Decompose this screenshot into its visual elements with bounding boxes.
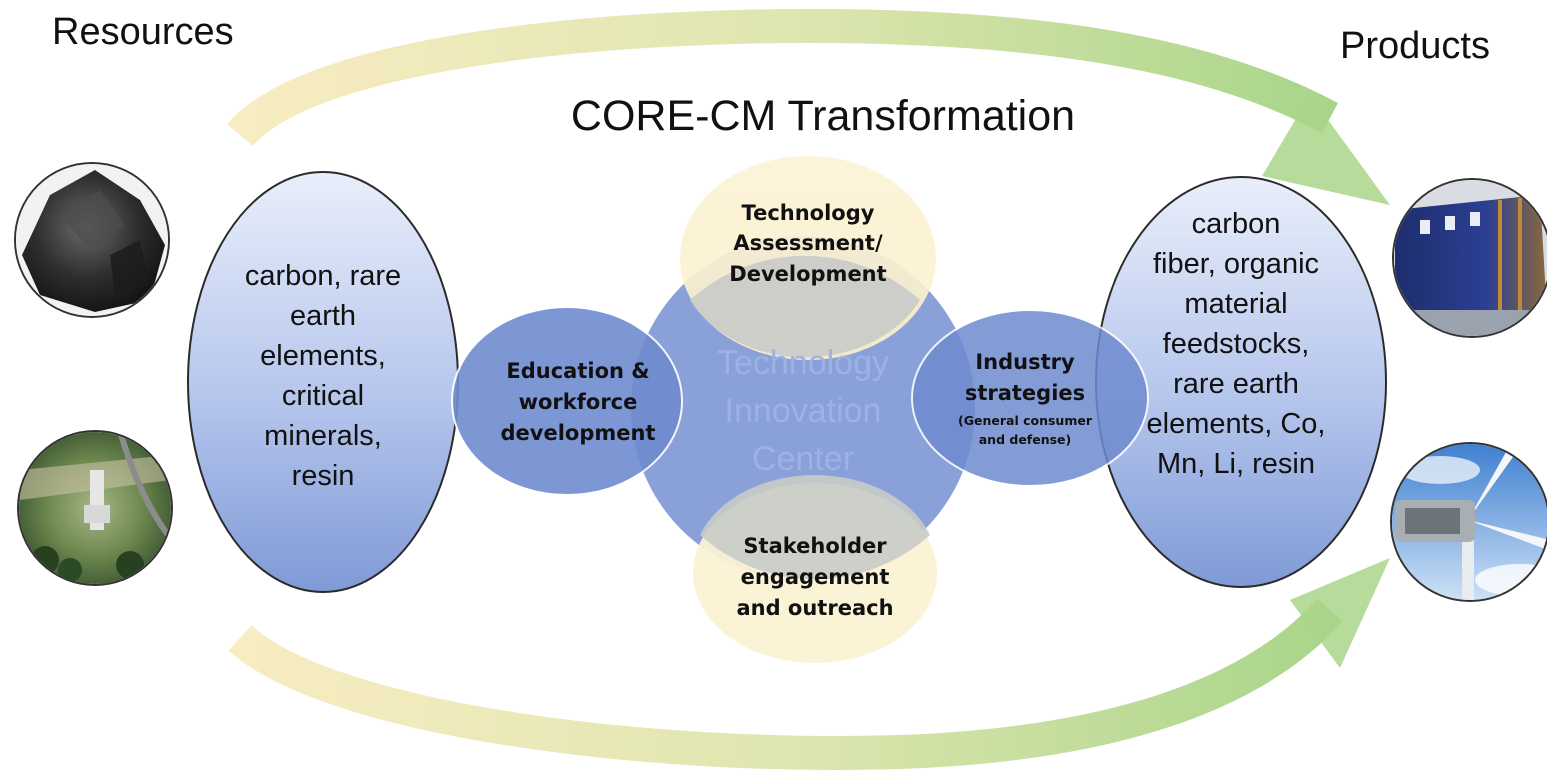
- products-line: elements, Co,: [1147, 408, 1326, 440]
- aircraft-fuselage-icon: [1392, 178, 1547, 338]
- petal-subline: (General consumer: [958, 413, 1093, 428]
- products-line: rare earth: [1173, 368, 1299, 400]
- petal-line: engagement: [741, 565, 890, 589]
- right-petal: [911, 309, 1149, 487]
- center-line: Innovation: [725, 392, 882, 430]
- petal-line: Assessment/: [733, 231, 883, 255]
- center-label: Technology Innovation Center: [717, 344, 889, 478]
- resources-line: elements,: [260, 340, 386, 372]
- products-line: fiber, organic: [1153, 248, 1319, 280]
- top-petal-overlap: [690, 255, 920, 358]
- petal-line: Stakeholder: [743, 534, 887, 558]
- petal-subline: and defense): [979, 432, 1072, 447]
- center-line: Center: [752, 440, 854, 478]
- resources-line: resin: [292, 460, 355, 492]
- transformation-title: CORE-CM Transformation: [571, 92, 1075, 140]
- right-petal-label: Industry strategies (General consumer an…: [958, 350, 1093, 447]
- left-petal: [451, 306, 683, 496]
- resources-line: minerals,: [264, 420, 382, 452]
- products-line: material: [1184, 288, 1287, 320]
- petal-line: and outreach: [736, 596, 893, 620]
- bottom-petal-label: Stakeholder engagement and outreach: [736, 534, 893, 620]
- resources-heading: Resources: [52, 11, 234, 53]
- petal-line: Technology: [742, 201, 875, 225]
- left-petal-label: Education & workforce development: [501, 359, 656, 445]
- resources-list: carbon, rare earth elements, critical mi…: [245, 260, 401, 492]
- products-heading: Products: [1340, 25, 1490, 67]
- petal-line: development: [501, 421, 656, 445]
- bottom-flow-arrow: [228, 558, 1390, 770]
- products-list: carbon fiber, organic material feedstock…: [1147, 208, 1326, 480]
- petal-line: Industry: [975, 350, 1075, 374]
- resources-line: carbon, rare: [245, 260, 401, 292]
- coal-icon: [14, 162, 170, 318]
- wind-turbine-icon: [1390, 442, 1547, 602]
- top-flow-arrow: [227, 8, 1390, 205]
- petal-line: Development: [729, 262, 886, 286]
- bottom-petal-overlap: [700, 475, 930, 580]
- mine-site-icon: [17, 430, 173, 586]
- petal-line: strategies: [965, 381, 1085, 405]
- resources-line: critical: [282, 380, 364, 412]
- center-line: Technology: [717, 344, 889, 382]
- products-line: carbon: [1192, 208, 1281, 240]
- products-line: feedstocks,: [1163, 328, 1310, 360]
- products-line: Mn, Li, resin: [1157, 448, 1315, 480]
- top-petal-label: Technology Assessment/ Development: [729, 201, 886, 286]
- petal-line: Education &: [506, 359, 649, 383]
- resources-line: earth: [290, 300, 356, 332]
- petal-line: workforce: [519, 390, 638, 414]
